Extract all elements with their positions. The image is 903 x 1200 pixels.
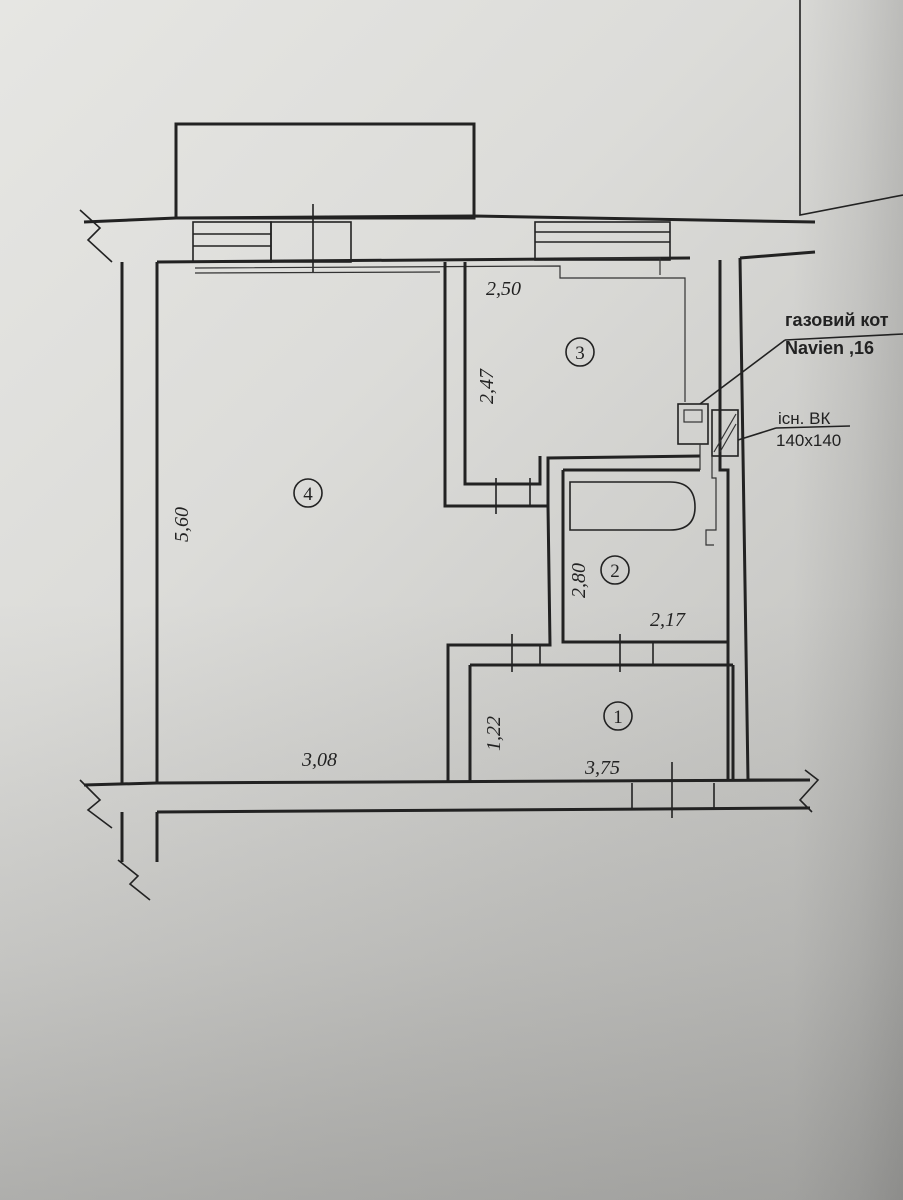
page-fold-line <box>799 0 903 216</box>
room-2-height-label: 2,80 <box>568 563 590 598</box>
room-4-width-label: 3,08 <box>301 749 337 771</box>
room-2-width-label: 2,17 <box>650 609 686 631</box>
room-1-height-label: 1,22 <box>483 716 505 751</box>
vent-label-line1: іcн. ВК <box>778 409 830 428</box>
room-1-width-label: 3,75 <box>584 757 620 779</box>
break-symbols <box>79 209 820 901</box>
outer-walls <box>83 214 816 862</box>
room-number-1: 1 <box>603 701 633 731</box>
room-number-3: 3 <box>565 337 595 367</box>
vent-label-line2: 140x140 <box>776 431 841 450</box>
svg-text:3: 3 <box>575 343 585 364</box>
window-room-3 <box>534 221 671 261</box>
balcony <box>174 122 476 220</box>
water-pipe <box>699 444 717 546</box>
gas-pipe <box>194 265 686 402</box>
window-room-4 <box>192 221 352 263</box>
gas-boiler <box>677 403 709 445</box>
room-4-height-label: 5,60 <box>171 507 193 542</box>
boiler-label-line1: газовий кот <box>785 310 889 330</box>
interior-walls <box>443 262 735 783</box>
room-3-width-label: 2,50 <box>486 278 521 300</box>
room-number-2: 2 <box>600 555 630 585</box>
vent-leader-line <box>737 427 777 441</box>
room-number-4: 4 <box>293 478 323 508</box>
svg-text:4: 4 <box>303 484 313 505</box>
boiler-label-line2: Navien ,16 <box>785 338 874 358</box>
boiler-leader-line <box>699 339 786 405</box>
room-3-height-label: 2,47 <box>476 368 498 404</box>
door-ticks <box>495 478 715 818</box>
svg-text:1: 1 <box>613 707 623 728</box>
bathtub <box>569 481 696 531</box>
ventilation-duct <box>711 409 739 457</box>
svg-text:2: 2 <box>610 561 620 582</box>
